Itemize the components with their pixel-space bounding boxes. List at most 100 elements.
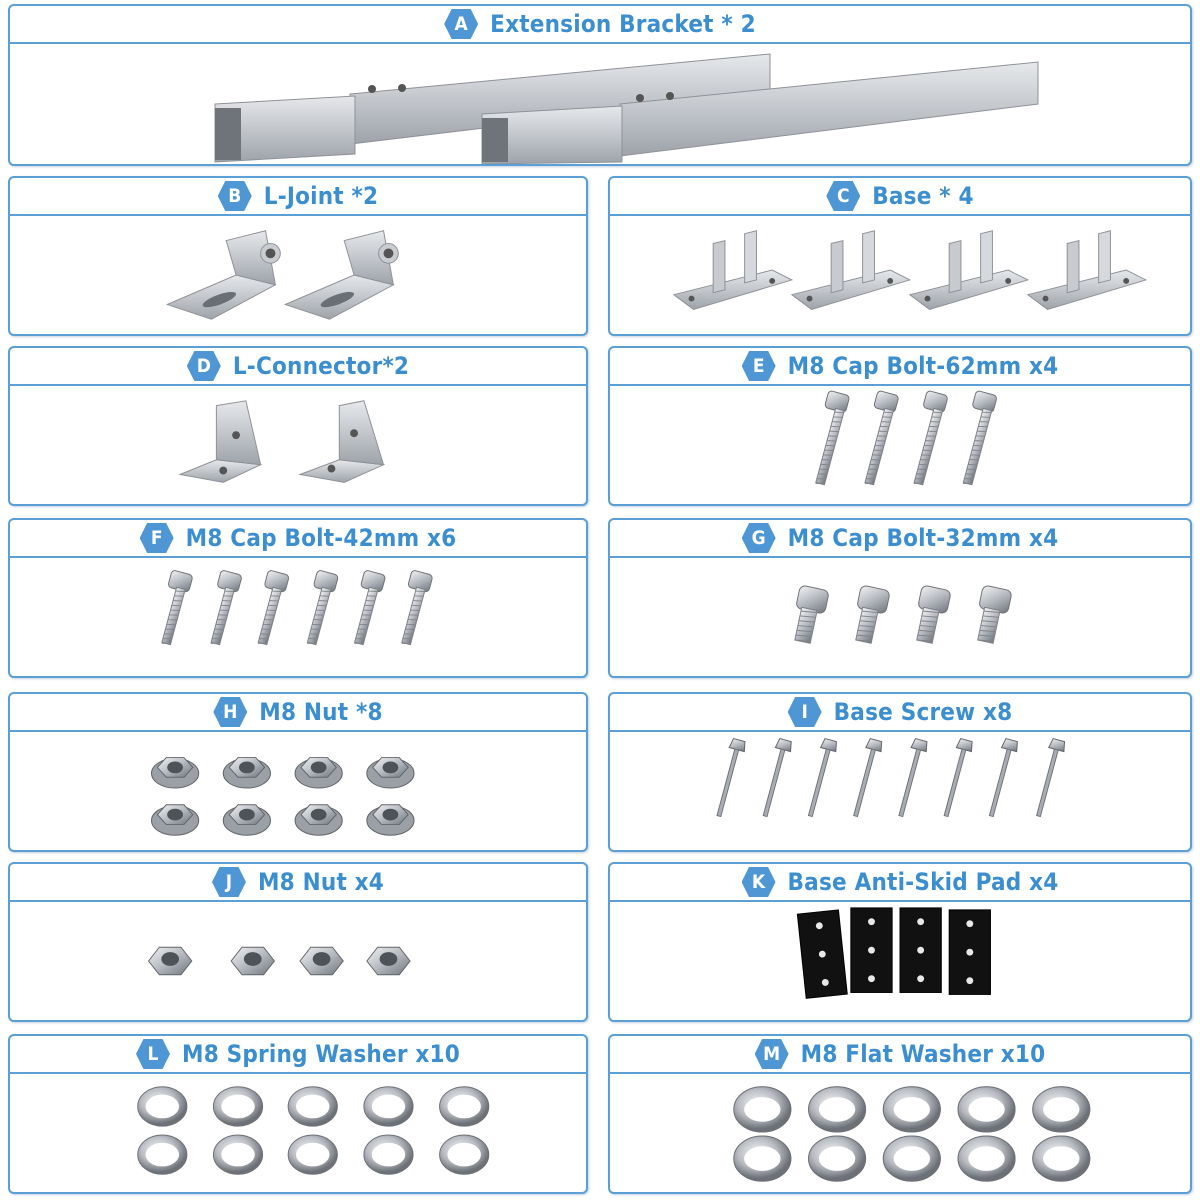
- cap-bolt: [962, 390, 997, 486]
- panel-header: K Base Anti-Skid Pad x4: [610, 864, 1190, 902]
- cap-bolt-32mm-image: [610, 558, 1190, 676]
- l-connector-2: [298, 400, 386, 483]
- cap-bolt: [864, 390, 899, 486]
- flange-nut: [222, 757, 271, 789]
- part-label: M8 Spring Washer x10: [182, 1040, 460, 1068]
- letter-badge: D: [186, 351, 221, 381]
- cap-bolt: [916, 585, 951, 644]
- l-connector-1: [178, 400, 263, 483]
- cap-bolt: [354, 570, 386, 646]
- anti-skid-pad: [948, 909, 991, 995]
- part-label: M8 Nut x4: [257, 868, 385, 896]
- anti-skid-pad: [850, 907, 893, 993]
- extension-bracket-image: [10, 44, 1190, 164]
- panel-l-connector: D L-Connector*2: [8, 346, 588, 506]
- flat-washer: [882, 1086, 941, 1133]
- cap-bolt: [210, 570, 242, 646]
- part-label: M8 Cap Bolt-62mm x4: [787, 352, 1059, 380]
- part-label: M8 Nut *8: [259, 698, 383, 726]
- letter-badge: M: [754, 1039, 789, 1069]
- letter-badge: C: [826, 181, 861, 211]
- panel-extension-bracket: A Extension Bracket * 2: [8, 4, 1192, 166]
- cap-bolt: [257, 570, 290, 646]
- letter-badge: G: [741, 523, 776, 553]
- base-screw: [943, 737, 973, 818]
- panel-header: C Base * 4: [610, 178, 1190, 216]
- part-label: M8 Cap Bolt-32mm x4: [787, 524, 1059, 552]
- base-screw: [762, 737, 792, 818]
- panel-cap-bolt-32mm: G M8 Cap Bolt-32mm x4: [608, 518, 1192, 678]
- part-label: L-Connector*2: [232, 352, 410, 380]
- m8-flange-nut-image: [10, 732, 586, 850]
- panel-header: A Extension Bracket * 2: [10, 6, 1190, 44]
- cap-bolt: [161, 570, 193, 646]
- panel-cap-bolt-42mm: F M8 Cap Bolt-42mm x6: [8, 518, 588, 678]
- panel-header: E M8 Cap Bolt-62mm x4: [610, 348, 1190, 386]
- cap-bolt: [855, 585, 890, 644]
- panel-flat-washer: M M8 Flat Washer x10: [608, 1034, 1192, 1194]
- letter-badge: L: [136, 1039, 170, 1069]
- panel-header: F M8 Cap Bolt-42mm x6: [10, 520, 586, 558]
- base-screw-image: [610, 732, 1190, 850]
- letter-badge: F: [139, 523, 174, 553]
- cap-bolt: [306, 570, 339, 646]
- base-screw: [988, 737, 1018, 818]
- hex-nut: [366, 946, 411, 976]
- panel-header: B L-Joint *2: [10, 178, 586, 216]
- panel-cap-bolt-62mm: E M8 Cap Bolt-62mm x4: [608, 346, 1192, 506]
- letter-badge: H: [213, 697, 248, 727]
- flat-washer: [1032, 1135, 1091, 1182]
- flat-washer: [808, 1135, 867, 1182]
- flange-nut: [294, 757, 343, 789]
- part-label: Base Anti-Skid Pad x4: [787, 868, 1059, 896]
- flange-nut: [222, 804, 271, 836]
- flat-washer: [1032, 1086, 1091, 1133]
- cap-bolt: [401, 570, 433, 646]
- flange-nut: [150, 804, 200, 836]
- panel-l-joint: B L-Joint *2: [8, 176, 588, 336]
- hex-nut: [147, 946, 193, 976]
- anti-skid-pad: [899, 907, 942, 993]
- l-joint-image: [10, 216, 586, 334]
- spring-washer: [439, 1134, 490, 1175]
- spring-washer: [137, 1086, 188, 1127]
- flat-washer-image: [610, 1074, 1190, 1192]
- base-bracket: [672, 230, 794, 310]
- letter-badge: I: [787, 697, 822, 727]
- cap-bolt-42mm-image: [10, 558, 586, 676]
- spring-washer: [363, 1086, 414, 1127]
- letter-badge: A: [444, 9, 479, 39]
- spring-washer: [363, 1134, 414, 1175]
- extension-bracket-2: [481, 61, 1039, 164]
- m8-hex-nut-image: [10, 902, 586, 1020]
- base-screw: [1035, 737, 1066, 818]
- anti-skid-pad: [796, 909, 848, 999]
- anti-skid-pad-image: [610, 902, 1190, 1020]
- flat-washer: [733, 1086, 792, 1133]
- spring-washer: [137, 1134, 188, 1175]
- flange-nut: [366, 804, 415, 836]
- flange-nut: [294, 804, 343, 836]
- letter-badge: J: [211, 867, 246, 897]
- cap-bolt-62mm-image: [610, 386, 1190, 504]
- panel-m8-flange-nut: H M8 Nut *8: [8, 692, 588, 852]
- panel-header: H M8 Nut *8: [10, 694, 586, 732]
- base-bracket: [908, 230, 1030, 310]
- extension-bracket-1: [214, 53, 771, 163]
- spring-washer: [287, 1134, 338, 1175]
- letter-badge: B: [217, 181, 252, 211]
- l-connector-image: [10, 386, 586, 504]
- panel-header: G M8 Cap Bolt-32mm x4: [610, 520, 1190, 558]
- base-screw: [716, 737, 746, 818]
- panel-header: D L-Connector*2: [10, 348, 586, 386]
- panel-header: M M8 Flat Washer x10: [610, 1036, 1190, 1074]
- panel-m8-hex-nut: J M8 Nut x4: [8, 862, 588, 1022]
- spring-washer: [439, 1086, 490, 1127]
- flange-nut: [366, 757, 415, 789]
- flange-nut: [150, 757, 200, 789]
- base-bracket: [790, 230, 912, 310]
- cap-bolt: [913, 390, 948, 486]
- base-screw: [898, 737, 928, 818]
- spring-washer-image: [10, 1074, 586, 1192]
- panel-anti-skid-pad: K Base Anti-Skid Pad x4: [608, 862, 1192, 1022]
